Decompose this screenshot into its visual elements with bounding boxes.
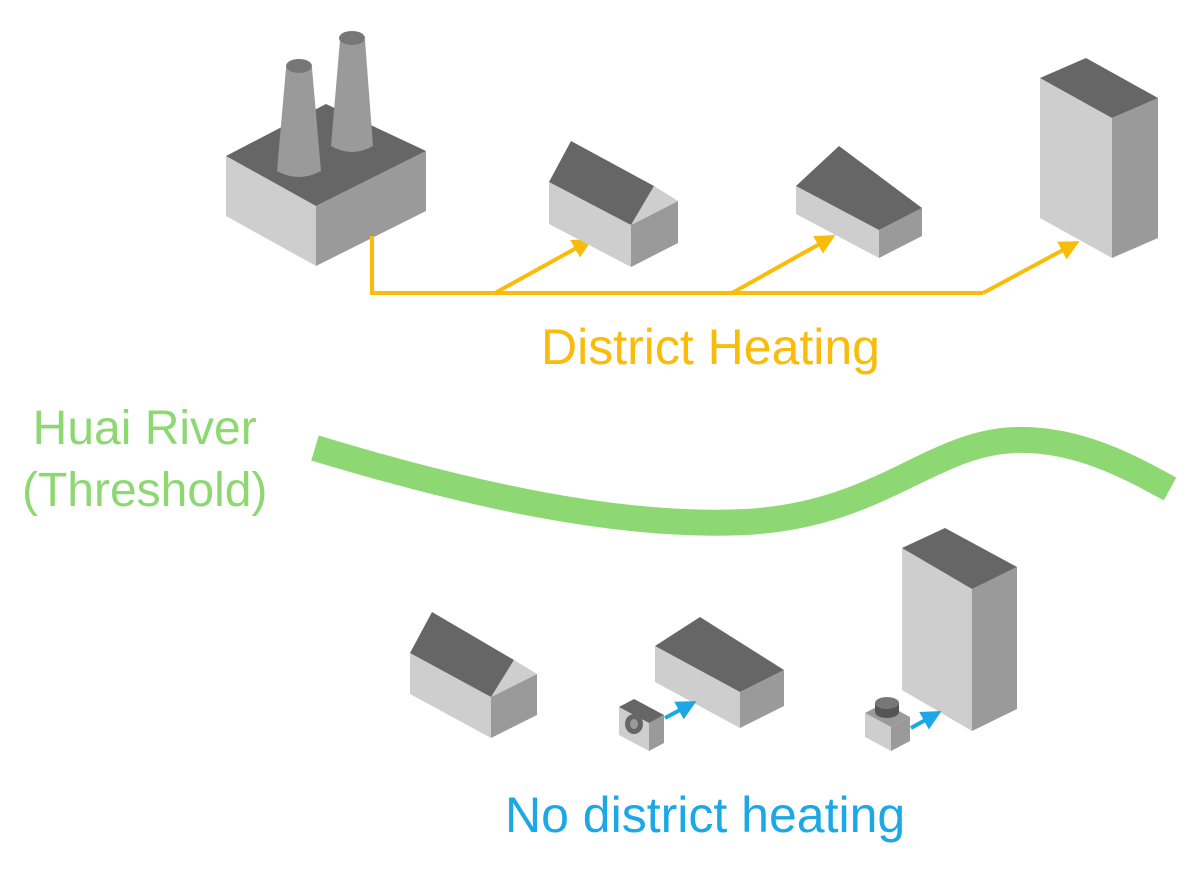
huai-river-label-line2: (Threshold) [22, 464, 268, 517]
stove-arrow [910, 711, 942, 730]
tower-building-icon [1040, 58, 1158, 258]
tower-building-icon [902, 528, 1017, 731]
huai-river-label: Huai River (Threshold) [22, 398, 267, 522]
huai-river-line [311, 426, 1177, 536]
heating-arrow-low-building [731, 235, 836, 295]
no-district-heating-label: No district heating [505, 787, 906, 843]
heating-arrow-tower [982, 241, 1080, 295]
power-plant-icon [226, 31, 426, 266]
heater-unit-icon [619, 699, 664, 751]
low-building-icon [655, 617, 784, 728]
low-building-icon [796, 146, 922, 258]
district-heating-pipes [370, 235, 1080, 295]
house-icon [410, 612, 537, 738]
huai-river-label-line1: Huai River [32, 402, 257, 455]
heater-arrow [664, 701, 697, 720]
heating-arrow-house [494, 239, 593, 295]
stove-unit-icon [865, 697, 910, 751]
district-heating-label: District Heating [541, 319, 880, 375]
house-icon [549, 141, 678, 267]
